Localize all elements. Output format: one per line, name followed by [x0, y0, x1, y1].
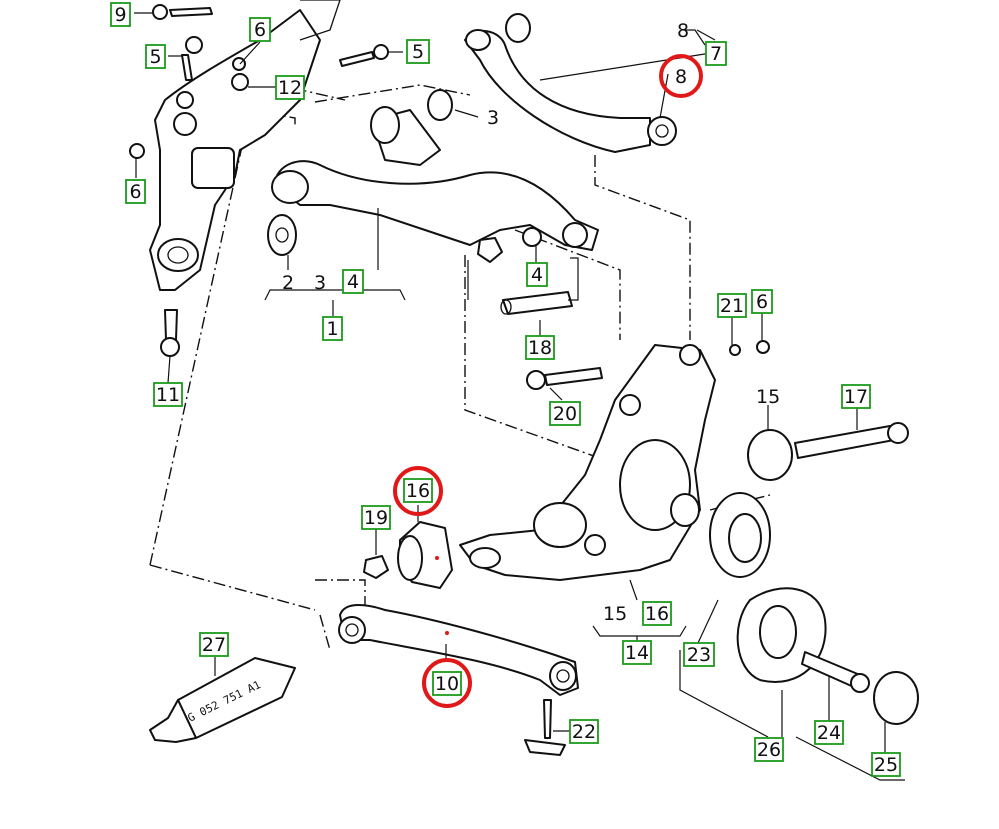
callout-5-top[interactable]: 5	[145, 44, 166, 69]
callout-6-right[interactable]: 6	[751, 289, 773, 314]
svg-text:1: 1	[326, 318, 338, 340]
upper-link	[464, 13, 677, 153]
sealant-tube: G 052 751 A1	[149, 657, 296, 743]
lower-link	[338, 604, 579, 696]
callout-6-top[interactable]: 6	[249, 17, 271, 42]
bolts	[129, 4, 603, 756]
callout-19[interactable]: 19	[361, 505, 391, 530]
callout-12[interactable]: 12	[275, 75, 305, 100]
callout-3-lower[interactable]: 3	[314, 272, 326, 294]
svg-text:10: 10	[435, 673, 459, 695]
highlight-8	[659, 54, 703, 98]
callout-8-highlighted[interactable]: 8	[675, 66, 687, 88]
subframe-bracket	[149, 0, 341, 291]
svg-text:20: 20	[553, 403, 577, 425]
svg-text:19: 19	[364, 507, 388, 529]
callout-4-cap[interactable]: 4	[526, 262, 548, 287]
svg-text:6: 6	[129, 181, 141, 203]
svg-text:5: 5	[149, 46, 161, 68]
callout-8-plain[interactable]: 8	[677, 20, 689, 42]
svg-text:16: 16	[645, 603, 669, 625]
wheel-carrier	[459, 344, 716, 581]
highlight-marks	[393, 54, 703, 708]
callout-21[interactable]: 21	[717, 293, 747, 318]
callout-7[interactable]: 7	[705, 41, 727, 66]
svg-text:4: 4	[347, 271, 359, 293]
callout-17[interactable]: 17	[841, 384, 871, 409]
svg-text:6: 6	[254, 19, 266, 41]
svg-text:21: 21	[720, 295, 744, 317]
callout-5-mid[interactable]: 5	[406, 39, 430, 64]
highlight-16	[393, 466, 443, 516]
callout-26[interactable]: 26	[754, 737, 784, 762]
svg-text:24: 24	[817, 722, 841, 744]
svg-text:12: 12	[278, 77, 302, 99]
svg-text:18: 18	[528, 337, 552, 359]
highlight-10	[422, 658, 472, 708]
svg-text:7: 7	[710, 43, 722, 65]
callout-24[interactable]: 24	[814, 720, 844, 745]
hub-assembly	[709, 340, 919, 725]
callout-1[interactable]: 1	[322, 316, 343, 341]
svg-text:6: 6	[756, 291, 768, 313]
callout-27[interactable]: 27	[199, 632, 229, 657]
svg-text:4: 4	[531, 264, 543, 286]
svg-text:5: 5	[412, 41, 424, 63]
svg-text:17: 17	[844, 386, 868, 408]
svg-text:27: 27	[202, 634, 226, 656]
svg-text:14: 14	[625, 642, 649, 664]
svg-text:26: 26	[757, 739, 781, 761]
svg-text:16: 16	[406, 480, 430, 502]
callout-11[interactable]: 11	[153, 382, 183, 407]
svg-text:11: 11	[156, 384, 180, 406]
callout-25[interactable]: 25	[871, 752, 901, 777]
bushing-16	[363, 521, 453, 589]
svg-text:22: 22	[572, 721, 596, 743]
callout-23[interactable]: 23	[683, 642, 715, 667]
callout-2[interactable]: 2	[282, 272, 294, 294]
callout-18[interactable]: 18	[525, 335, 555, 360]
callout-15-upper[interactable]: 15	[756, 386, 780, 408]
upper-control-arm	[267, 89, 599, 315]
callout-9[interactable]: 9	[110, 2, 131, 27]
callout-16-upper[interactable]: 16	[403, 478, 433, 503]
svg-text:25: 25	[874, 754, 898, 776]
svg-text:23: 23	[687, 644, 711, 666]
callout-20[interactable]: 20	[549, 401, 581, 426]
callout-6-left[interactable]: 6	[125, 179, 146, 204]
callout-14[interactable]: 14	[622, 640, 652, 665]
callout-10[interactable]: 10	[432, 671, 462, 696]
callout-16-lower[interactable]: 16	[642, 601, 672, 626]
callout-15-lower[interactable]: 15	[603, 603, 627, 625]
callout-3-upper[interactable]: 3	[487, 107, 499, 129]
callout-4-arm[interactable]: 4	[342, 269, 364, 294]
callout-22[interactable]: 22	[569, 719, 599, 744]
svg-text:9: 9	[114, 4, 126, 26]
